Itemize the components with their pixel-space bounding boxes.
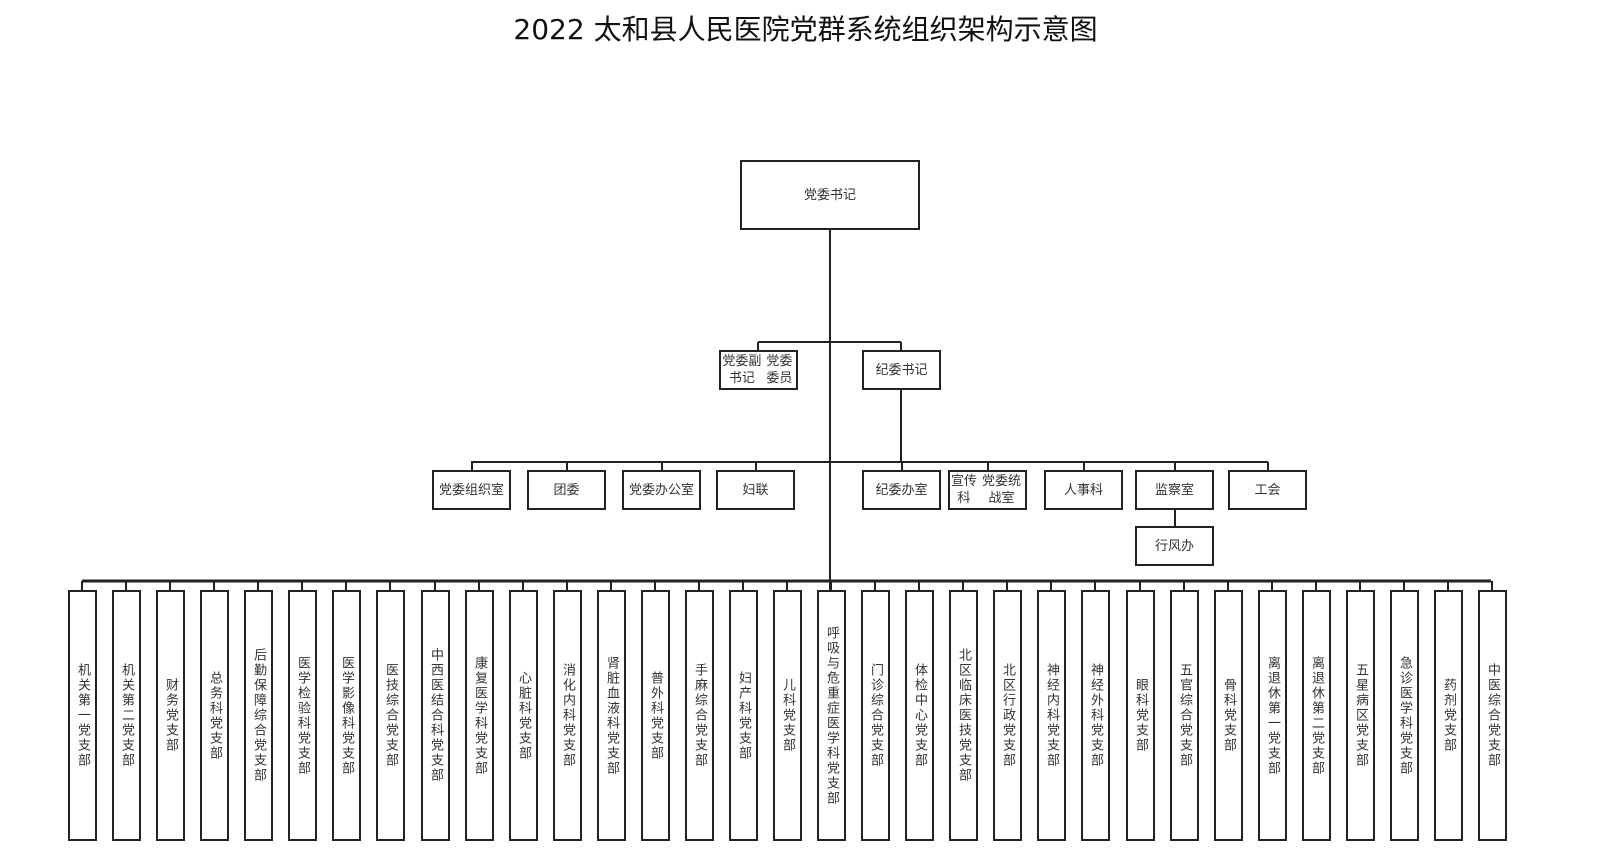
- box-label: 团委: [553, 482, 580, 498]
- box-label: 手麻综合党支部: [692, 663, 707, 768]
- box-label: 离退休第二党支部: [1309, 655, 1324, 776]
- box-label: 党委副书记: [722, 354, 762, 386]
- box-label: 机关第二党支部: [119, 663, 134, 768]
- level2-box-1: 纪委书记: [862, 350, 941, 390]
- box-label: 北区行政党支部: [1000, 663, 1015, 768]
- box-label: 妇产科党支部: [736, 670, 751, 761]
- box-label: 总务科党支部: [207, 670, 222, 761]
- branch-box-16: 儿科党支部: [773, 590, 802, 841]
- branch-box-11: 消化内科党支部: [553, 590, 582, 841]
- level3-box-5: 宣传科党委统战室: [948, 470, 1027, 510]
- box-label: 后勤保障综合党支部: [251, 648, 266, 783]
- box-label: 医学影像科党支部: [339, 655, 354, 776]
- branch-box-6: 医学影像科党支部: [332, 590, 361, 841]
- root-box-party-secretary: 党委书记: [740, 160, 920, 230]
- branch-box-15: 妇产科党支部: [729, 590, 758, 841]
- box-label: 党委组织室: [438, 482, 504, 498]
- box-label: 党委办公室: [628, 482, 694, 498]
- branch-box-19: 体检中心党支部: [905, 590, 934, 841]
- box-label: 门诊综合党支部: [868, 663, 883, 768]
- box-label: 离退休第一党支部: [1265, 655, 1280, 776]
- box-xingfengban: 行风办: [1135, 526, 1214, 566]
- chart-title: 2022 太和县人民医院党群系统组织架构示意图: [513, 13, 1098, 46]
- box-label: 神经外科党支部: [1088, 663, 1103, 768]
- box-label: 五星病区党支部: [1353, 663, 1368, 768]
- box-label: 纪委办室: [875, 482, 928, 498]
- branch-box-10: 心脏科党支部: [509, 590, 538, 841]
- box-label: 药剂党支部: [1441, 678, 1456, 753]
- box-label: 骨科党支部: [1221, 678, 1236, 753]
- box-label: 工会: [1254, 482, 1281, 498]
- level3-box-4: 纪委办室: [862, 470, 941, 510]
- box-label: 眼科党支部: [1133, 678, 1148, 753]
- branch-box-25: 五官综合党支部: [1170, 590, 1199, 841]
- branch-box-17: 呼吸与危重症医学科党支部: [817, 590, 846, 841]
- branch-box-2: 财务党支部: [156, 590, 185, 841]
- box-label: 肾脏血液科党支部: [604, 655, 619, 776]
- box-label: 宣传科: [951, 474, 978, 506]
- box-label: 儿科党支部: [780, 678, 795, 753]
- branch-box-28: 离退休第二党支部: [1302, 590, 1331, 841]
- box-label: 心脏科党支部: [516, 670, 531, 761]
- level3-box-2: 党委办公室: [622, 470, 701, 510]
- level2-box-0: 党委副书记党委委员: [719, 350, 798, 390]
- box-label: 党委委员: [766, 354, 793, 386]
- branch-box-14: 手麻综合党支部: [685, 590, 714, 841]
- box-label: 妇联: [742, 482, 769, 498]
- box-label: 纪委书记: [875, 362, 928, 378]
- branch-box-30: 急诊医学科党支部: [1390, 590, 1419, 841]
- branch-box-31: 药剂党支部: [1434, 590, 1463, 841]
- branch-box-22: 神经内科党支部: [1037, 590, 1066, 841]
- branch-box-20: 北区临床医技党支部: [949, 590, 978, 841]
- branch-box-32: 中医综合党支部: [1478, 590, 1507, 841]
- branch-box-12: 肾脏血液科党支部: [597, 590, 626, 841]
- box-label: 医技综合党支部: [383, 663, 398, 768]
- level3-box-8: 工会: [1228, 470, 1307, 510]
- box-label: 普外科党支部: [648, 670, 663, 761]
- branch-box-1: 机关第二党支部: [112, 590, 141, 841]
- box-label: 体检中心党支部: [912, 663, 927, 768]
- branch-box-29: 五星病区党支部: [1346, 590, 1375, 841]
- branch-box-23: 神经外科党支部: [1081, 590, 1110, 841]
- branch-box-27: 离退休第一党支部: [1258, 590, 1287, 841]
- branch-box-21: 北区行政党支部: [993, 590, 1022, 841]
- box-label: 神经内科党支部: [1044, 663, 1059, 768]
- root-label: 党委书记: [803, 187, 856, 203]
- box-label: 中医综合党支部: [1485, 663, 1500, 768]
- level3-box-0: 党委组织室: [432, 470, 511, 510]
- branch-box-7: 医技综合党支部: [376, 590, 405, 841]
- level3-box-1: 团委: [527, 470, 606, 510]
- box-label: 消化内科党支部: [560, 663, 575, 768]
- box-label: 机关第一党支部: [75, 663, 90, 768]
- box-label: 医学检验科党支部: [295, 655, 310, 776]
- branch-box-9: 康复医学科党支部: [465, 590, 494, 841]
- branch-box-26: 骨科党支部: [1214, 590, 1243, 841]
- branch-box-5: 医学检验科党支部: [288, 590, 317, 841]
- box-label: 行风办: [1154, 538, 1194, 554]
- box-label: 康复医学科党支部: [472, 655, 487, 776]
- box-label: 财务党支部: [163, 678, 178, 753]
- branch-box-4: 后勤保障综合党支部: [244, 590, 273, 841]
- branch-box-24: 眼科党支部: [1126, 590, 1155, 841]
- box-label: 党委统战室: [982, 474, 1022, 506]
- box-label: 北区临床医技党支部: [956, 648, 971, 783]
- level3-box-6: 人事科: [1044, 470, 1123, 510]
- box-label: 监察室: [1154, 482, 1194, 498]
- box-label: 急诊医学科党支部: [1397, 655, 1412, 776]
- box-label: 中西医结合科党支部: [428, 648, 443, 783]
- branch-box-3: 总务科党支部: [200, 590, 229, 841]
- branch-box-8: 中西医结合科党支部: [421, 590, 450, 841]
- branch-box-18: 门诊综合党支部: [861, 590, 890, 841]
- box-label: 五官综合党支部: [1177, 663, 1192, 768]
- box-label: 人事科: [1063, 482, 1103, 498]
- level3-box-3: 妇联: [716, 470, 795, 510]
- box-label: 呼吸与危重症医学科党支部: [824, 625, 839, 806]
- branch-box-13: 普外科党支部: [641, 590, 670, 841]
- branch-box-0: 机关第一党支部: [68, 590, 97, 841]
- level3-box-7: 监察室: [1135, 470, 1214, 510]
